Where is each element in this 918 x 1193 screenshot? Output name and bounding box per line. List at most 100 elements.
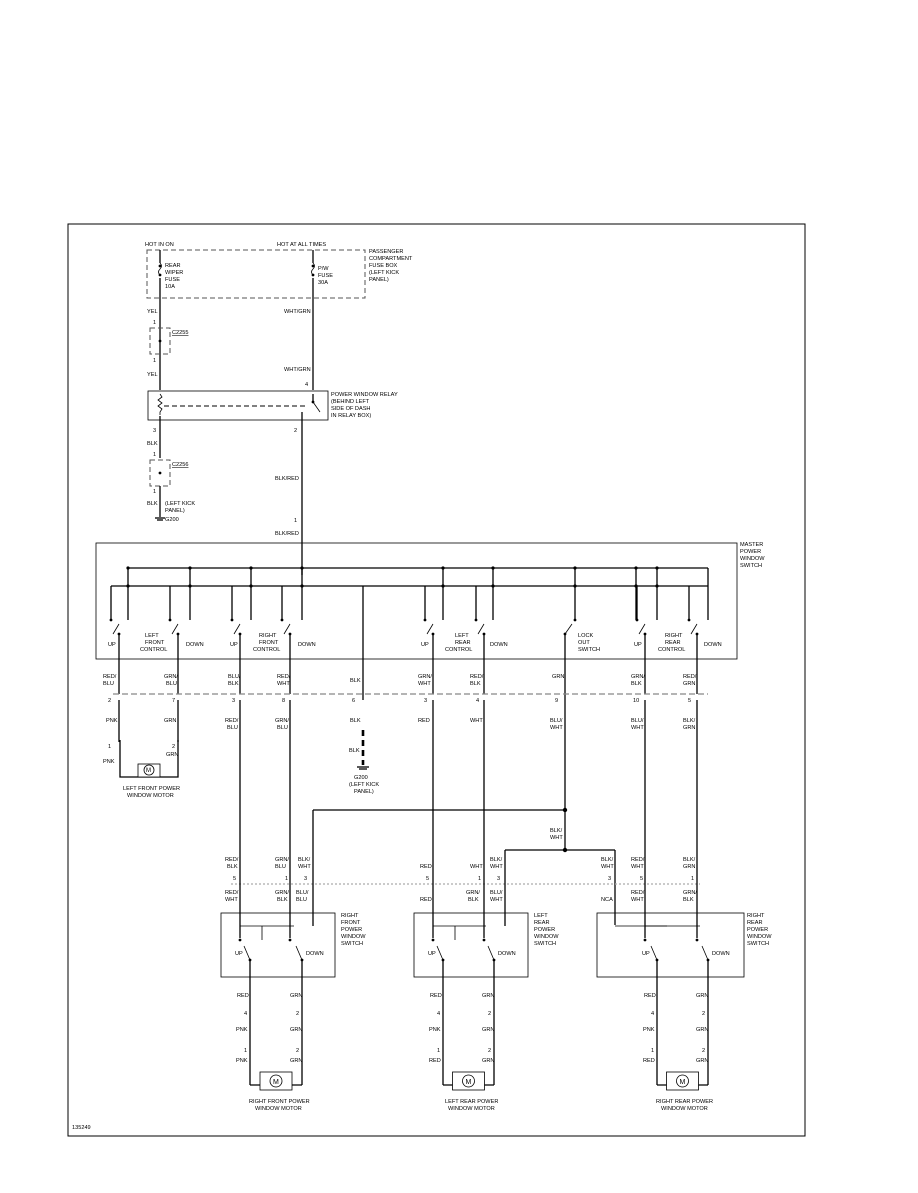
lr-up-blade [436,945,444,961]
lr-pin2b: 2 [488,1048,491,1054]
power-window-relay [147,390,329,421]
wire-yel-2: YEL [147,372,158,378]
svg-text:PNK: PNK [103,759,115,765]
rear-wiper-fuse-icon [158,262,162,276]
lr-down-contact [482,938,486,942]
svg-text:GRN: GRN [683,725,695,731]
svg-text:2: 2 [172,744,175,750]
svg-text:POWER: POWER [747,927,768,933]
master-down-switch-2-contact [474,618,478,622]
rr-down-blade [701,945,709,961]
svg-text:2: 2 [108,698,111,704]
svg-text:M: M [146,768,151,774]
svg-text:GRN/: GRN/ [631,674,645,680]
master-up-switch-2-blade [426,623,434,635]
hot-at-all-times-label: HOT AT ALL TIMES [277,242,326,248]
rf-door-switch-box [220,912,336,978]
svg-text:BLK: BLK [631,681,642,687]
bus-junction [441,566,445,570]
rf-down-blade [295,945,303,961]
rr-grn3-label: GRN [696,1058,708,1064]
bus-junction [655,566,659,570]
svg-text:RED/: RED/ [225,718,239,724]
svg-text:RED/: RED/ [277,674,291,680]
svg-text:BLK/: BLK/ [490,857,503,863]
svg-text:BLK: BLK [470,681,481,687]
svg-text:3: 3 [424,698,427,704]
svg-text:WINDOW MOTOR: WINDOW MOTOR [127,793,174,799]
svg-text:10: 10 [633,698,639,704]
svg-text:BLK: BLK [683,897,694,903]
svg-text:CONTROL: CONTROL [253,647,280,653]
svg-text:GRN: GRN [683,864,695,870]
svg-text:1: 1 [153,452,156,458]
rear-wiper-fuse-label: REAR WIPER FUSE 10A [165,263,183,290]
svg-text:RED: RED [420,864,432,870]
svg-text:3: 3 [304,876,307,882]
master-switch-label: MASTER POWER WINDOW SWITCH [740,542,765,569]
rr-pin2: 2 [702,1011,705,1017]
svg-text:WHT: WHT [631,897,644,903]
svg-text:30A: 30A [318,280,328,286]
svg-text:BLU: BLU [275,864,286,870]
fuse-box-label: PASSENGER COMPARTMENT FUSE BOX (LEFT KIC… [369,249,413,283]
svg-text:FRONT: FRONT [145,640,165,646]
lr-down-label: DOWN [490,642,508,648]
svg-text:GRN/: GRN/ [466,890,480,896]
svg-text:COMPARTMENT: COMPARTMENT [369,256,413,262]
svg-text:GRN/: GRN/ [275,857,289,863]
master-up-switch-3-pivot [643,632,647,636]
master-up-switch-3-contact [635,618,639,622]
rf-motor-circle [269,1074,283,1088]
svg-text:FUSE BOX: FUSE BOX [369,263,398,269]
rr-up-label: UP [634,642,642,648]
svg-text:4: 4 [305,382,308,388]
svg-text:PASSENGER: PASSENGER [369,249,403,255]
svg-text:SWITCH: SWITCH [747,941,769,947]
lr-grn2-label: GRN [482,1027,494,1033]
svg-text:RIGHT: RIGHT [747,913,765,919]
svg-text:LEFT FRONT POWER: LEFT FRONT POWER [123,786,180,792]
g200-lower-label: G200 (LEFT KICK PANEL) [349,775,379,795]
master-up-switch-0-blade [112,623,120,635]
master-up-switch-3-blade [638,623,646,635]
svg-text:FUSE: FUSE [165,277,180,283]
master-down-switch-3-pivot [695,632,699,636]
rf-down-contact [288,938,292,942]
svg-text:RED: RED [420,897,432,903]
pw-fuse-label: P/W FUSE 30A [318,266,333,286]
figure-id: 135249 [72,1125,91,1131]
svg-text:BLU: BLU [166,681,177,687]
master-down-switch-2-pivot [482,632,486,636]
svg-text:BLK: BLK [468,897,479,903]
rr-door-switch-box [596,912,745,978]
rf-up-contact [238,938,242,942]
svg-text:REAR: REAR [534,920,550,926]
svg-text:1: 1 [153,358,156,364]
svg-text:10A: 10A [165,284,175,290]
master-down-switch-1-pivot [288,632,292,636]
svg-text:BLK/: BLK/ [550,828,563,834]
rf-grn2-label: GRN [290,1027,302,1033]
svg-text:REAR: REAR [665,640,681,646]
svg-text:BLU/: BLU/ [550,718,563,724]
lf-motor-icon: M [137,763,161,778]
rf-pnk-label: PNK [236,1027,248,1033]
svg-text:BLU: BLU [296,897,307,903]
rr-motor-circle [676,1074,689,1088]
master-switch-box [95,542,738,660]
rf-down-label: DOWN [298,642,316,648]
door-wire-labels-bottom: RED/WHT GRN/BLK BLU/BLU RED GRN/BLK BLU/… [225,890,697,903]
svg-text:BLK/: BLK/ [298,857,311,863]
rr-motor-label-1: RIGHT REAR POWER [656,1099,713,1105]
svg-text:FRONT: FRONT [259,640,279,646]
door-pins-top: 5 1 3 5 1 3 3 5 1 [233,876,694,882]
svg-text:1: 1 [285,876,288,882]
lr-pin1: 1 [437,1048,440,1054]
svg-text:RIGHT: RIGHT [341,913,359,919]
svg-text:FRONT: FRONT [341,920,361,926]
rr-control-label: RIGHT REAR CONTROL [658,633,685,653]
master-connector-pins: 2 7 3 8 6 3 4 9 10 5 [108,698,691,704]
